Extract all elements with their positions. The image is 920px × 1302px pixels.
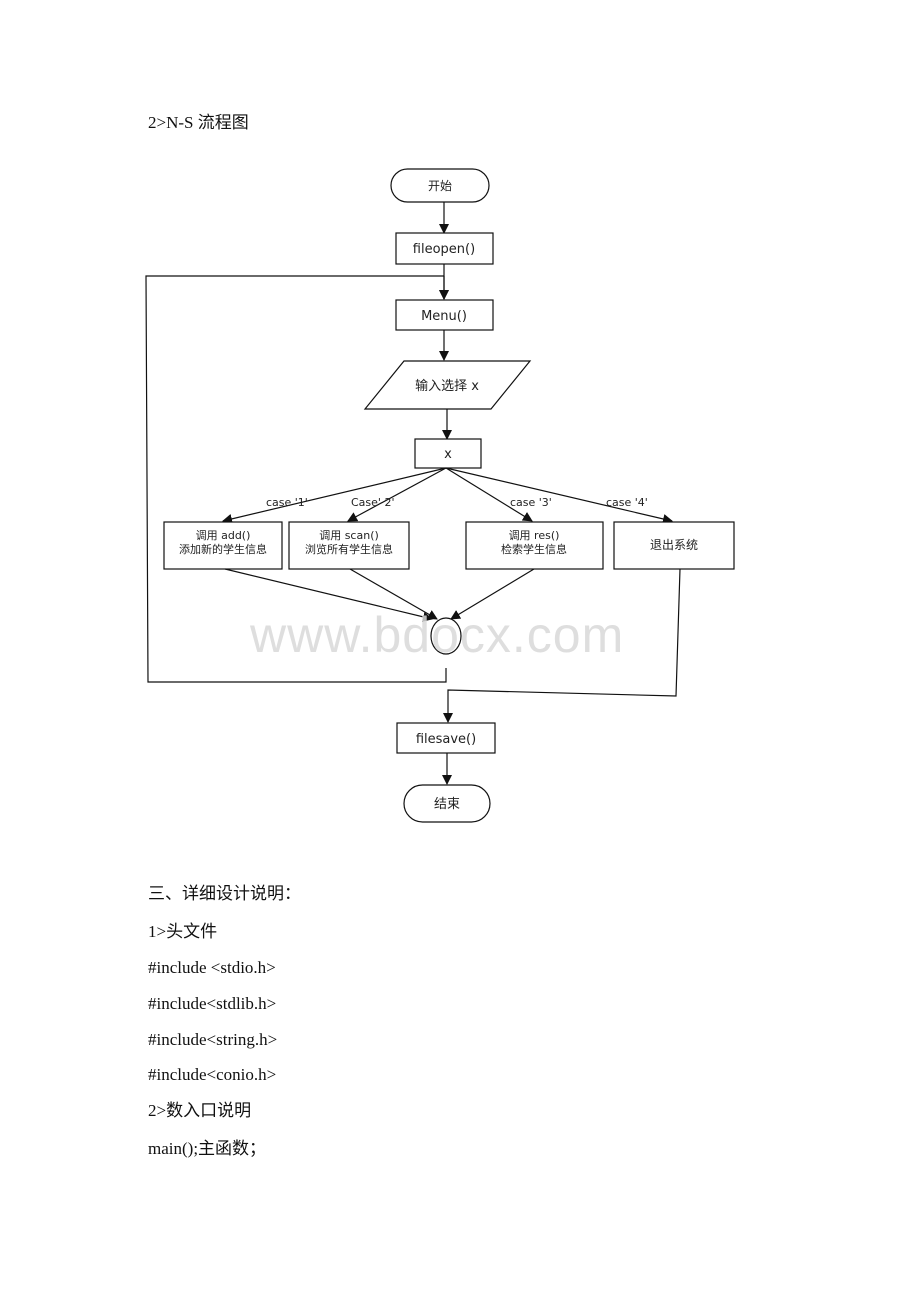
- include-line-4: #include<conio.h>: [148, 1065, 277, 1084]
- end-label: 结束: [434, 797, 460, 812]
- case-2-label: Case' 2': [351, 496, 394, 509]
- case-4-label: case '4': [606, 496, 648, 509]
- scan-box-shape: [288, 521, 410, 570]
- scan-label-line1: 调用 scan(): [319, 529, 379, 542]
- menu-box-shape: [395, 299, 494, 331]
- branch-case-4-line: [445, 467, 673, 524]
- filesave-box-shape: [396, 722, 496, 754]
- exit-box-shape: [613, 521, 735, 570]
- exit-label: 退出系统: [650, 538, 698, 552]
- scan-label-line2: 浏览所有学生信息: [305, 542, 393, 556]
- exit-path-line: [443, 568, 681, 723]
- input-parallelogram-shape: [363, 360, 532, 410]
- include-line-3: #include<string.h>: [148, 1030, 278, 1049]
- switch-x-label: x: [444, 447, 452, 462]
- res-label-line2: 检索学生信息: [501, 542, 567, 556]
- case-3-label: case '3': [510, 496, 552, 509]
- add-box-shape: [163, 521, 283, 570]
- case-1-label: case '1': [266, 496, 308, 509]
- section-heading-ns-flowchart: 2>N-S 流程图: [148, 113, 249, 132]
- header-files-heading: 1>头文件: [148, 922, 218, 941]
- add-label-line2: 添加新的学生信息: [179, 542, 267, 556]
- merge-add-line: [224, 568, 433, 622]
- start-label: 开始: [428, 179, 452, 193]
- branch-case-3-line: [445, 467, 533, 522]
- branch-case-2-line: [347, 467, 447, 522]
- menu-label: Menu(): [421, 309, 467, 324]
- res-box-shape: [465, 521, 604, 570]
- merge-scan-line: [349, 568, 438, 620]
- add-label-line1: 调用 add(): [196, 529, 251, 542]
- include-line-1: #include <stdio.h>: [148, 958, 276, 977]
- entry-description-heading: 2>数入口说明: [148, 1101, 252, 1120]
- loop-back-line: [145, 275, 447, 683]
- connector-circle: [430, 617, 462, 655]
- branch-case-1-line: [222, 467, 447, 524]
- main-function-line: main();主函数；: [148, 1139, 267, 1158]
- merge-res-line: [450, 568, 535, 620]
- filesave-label: filesave(): [416, 732, 476, 747]
- res-label-line1: 调用 res(): [509, 529, 560, 542]
- input-label: 输入选择 x: [415, 378, 479, 394]
- start-terminal-shape: [390, 168, 490, 203]
- include-line-2: #include<stdlib.h>: [148, 994, 277, 1013]
- end-terminal-shape: [403, 784, 491, 823]
- fileopen-label: fileopen(): [413, 242, 475, 257]
- detail-design-heading: 三、详细设计说明：: [148, 884, 301, 903]
